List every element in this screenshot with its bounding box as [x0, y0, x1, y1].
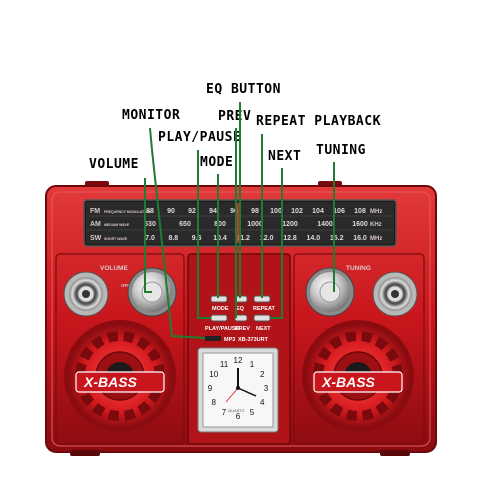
fm-scale-tick: 98	[251, 208, 259, 215]
line-next	[270, 168, 283, 319]
sw-scale-tick: 14.0	[307, 235, 321, 242]
callout-lines	[144, 102, 335, 339]
clock-number: 6	[236, 412, 241, 421]
am-scale-tick: 1400	[317, 221, 333, 228]
fm-scale: 88 90 92 94 96 98 100 102 104 106 108	[146, 208, 366, 215]
play-pause-button-label: PLAY/PAUSE	[205, 326, 240, 332]
callout-next: NEXT	[268, 149, 302, 164]
clock-number: 11	[220, 360, 229, 369]
clock-number: 3	[264, 384, 269, 393]
callout-play-pause: PLAY/PAUSE	[158, 130, 242, 145]
fm-scale-tick: 92	[188, 208, 196, 215]
fm-scale-tick: 104	[312, 208, 324, 215]
sw-scale-tick: 10.4	[213, 235, 227, 242]
band-fm-label: FM	[90, 208, 100, 215]
fm-scale-tick: 88	[146, 208, 154, 215]
clock-number: 7	[222, 408, 227, 417]
eq-button-label: EQ	[236, 306, 245, 312]
right-tweeter	[372, 271, 418, 317]
sw-scale-tick: 8.8	[168, 235, 178, 242]
band-fm-unit: MHz	[370, 209, 382, 215]
band-sw-sub: SHORT WAVE	[104, 237, 128, 241]
fm-scale-tick: 96	[230, 208, 238, 215]
callout-mode: MODE	[200, 155, 234, 170]
callout-tuning: TUNING	[316, 143, 366, 158]
am-scale-tick: 1200	[282, 221, 298, 228]
prev-button-label: PREV	[235, 326, 250, 332]
clock-number: 12	[234, 356, 243, 365]
clock-number: 10	[209, 370, 218, 379]
am-scale-tick: 1000	[247, 221, 263, 228]
band-am-sub: MEDIUM WAVE	[104, 223, 130, 227]
off-label: OFF	[121, 283, 130, 288]
am-scale: 530 650 800 1000 1200 1400 1600	[144, 221, 368, 228]
sw-scale: 7.0 8.8 9.6 10.4 11.2 12.0 12.8 14.0 15.2 16.0	[145, 235, 367, 242]
sw-scale-tick: 16.0	[353, 235, 367, 242]
band-fm-sub: FREQUENCY MODULATION	[104, 210, 151, 214]
foot-right	[380, 450, 410, 456]
tuning-knob[interactable]	[305, 267, 355, 317]
next-button[interactable]	[253, 314, 271, 322]
right-brand-text: X-BASS	[321, 374, 376, 390]
line-play-pause	[197, 150, 211, 319]
callout-prev: PREV	[218, 109, 252, 124]
band-sw-label: SW	[90, 235, 102, 242]
clock-number: 9	[208, 384, 213, 393]
left-brand-plate	[75, 371, 165, 393]
foot-left	[70, 450, 100, 456]
am-scale-tick: 650	[179, 221, 191, 228]
callout-volume: VOLUME	[89, 157, 139, 172]
fm-scale-tick: 102	[291, 208, 303, 215]
line-monitor	[149, 127, 206, 339]
line-volume	[144, 178, 152, 293]
callout-repeat-playback: REPEAT PLAYBACK	[256, 114, 381, 129]
left-brand-text: X-BASS	[83, 374, 138, 390]
am-scale-tick: 530	[144, 221, 156, 228]
sw-scale-tick: 9.6	[192, 235, 202, 242]
am-scale-tick: 1600	[352, 221, 368, 228]
right-panel	[293, 253, 425, 445]
sw-scale-tick: 12.0	[260, 235, 274, 242]
right-brand-plate	[313, 371, 403, 393]
fm-scale-tick: 108	[354, 208, 366, 215]
clock-number: 4	[260, 398, 265, 407]
fm-scale-tick: 100	[270, 208, 282, 215]
band-am-unit: KHz	[370, 222, 382, 228]
fm-scale-tick: 90	[167, 208, 175, 215]
callout-monitor: MONITOR	[122, 108, 181, 123]
clock-number: 5	[250, 408, 255, 417]
left-tweeter	[63, 271, 109, 317]
volume-panel-label: VOLUME	[100, 265, 128, 272]
mp3-label: MP3	[224, 337, 235, 343]
fm-scale-tick: 94	[209, 208, 217, 215]
clock-number: 8	[212, 398, 217, 407]
fm-scale-tick: 106	[333, 208, 345, 215]
band-am-label: AM	[90, 221, 101, 228]
quartz-label: QUARTZ	[228, 408, 245, 413]
sw-scale-tick: 7.0	[145, 235, 155, 242]
am-scale-tick: 800	[214, 221, 226, 228]
clock-number: 1	[250, 360, 255, 369]
band-sw-unit: MHz	[370, 236, 382, 242]
tuning-panel-label: TUNING	[346, 265, 371, 272]
repeat-button-label: REPEAT	[253, 306, 276, 312]
sw-scale-tick: 11.2	[237, 235, 250, 242]
usb-slot[interactable]	[205, 336, 221, 341]
mode-button-label: MODE	[212, 306, 229, 312]
play-pause-button[interactable]	[210, 314, 228, 322]
sw-scale-tick: 15.2	[330, 235, 344, 242]
left-panel	[55, 253, 185, 445]
model-label: XB-373URT	[238, 337, 269, 343]
clock-number: 2	[260, 370, 265, 379]
sw-scale-tick: 12.8	[283, 235, 297, 242]
next-button-label: NEXT	[256, 326, 271, 332]
callout-eq-button: EQ BUTTON	[206, 82, 281, 97]
